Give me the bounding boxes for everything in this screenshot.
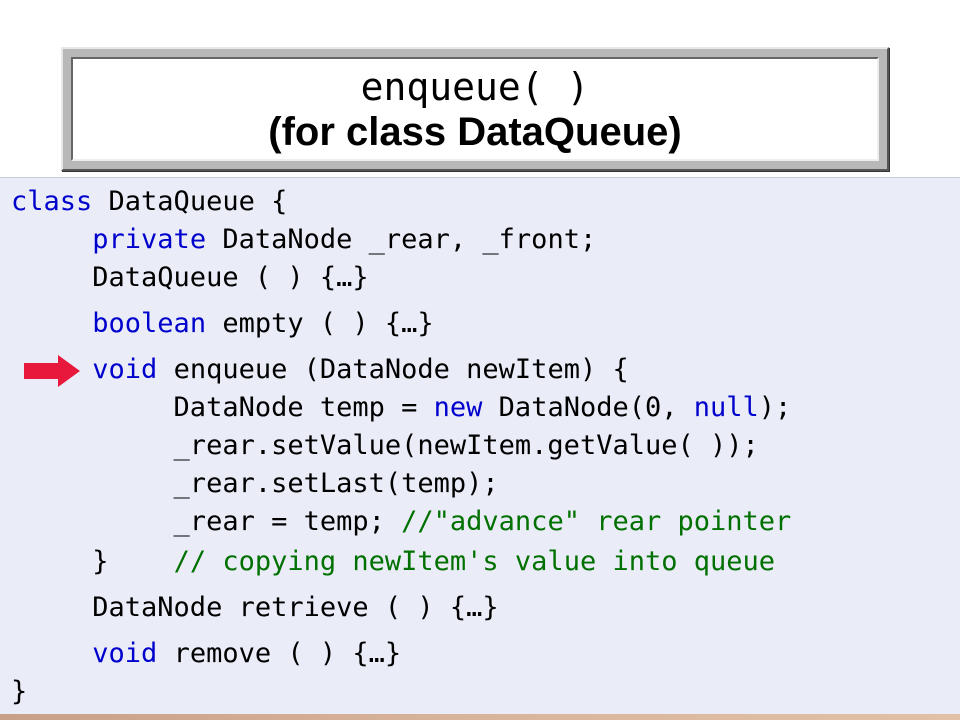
code-line-13: } — [11, 676, 28, 707]
code-line-11: DataNode retrieve ( ) {…} — [11, 592, 499, 623]
keyword: void — [92, 354, 158, 385]
keyword: void — [92, 638, 158, 669]
code-text: DataNode temp = — [11, 392, 434, 423]
code-text: DataNode(0, — [482, 392, 694, 423]
code-text: DataQueue { — [92, 186, 288, 217]
right-arrow-icon — [24, 355, 80, 391]
code-line-2: private DataNode _rear, _front; — [11, 223, 596, 257]
code-text: remove ( ) {…} — [157, 638, 402, 669]
keyword: null — [693, 392, 759, 423]
code-panel — [0, 177, 960, 715]
code-line-10: } // copying newItem's value into queue — [11, 545, 775, 579]
title-inner: enqueue( ) (for class DataQueue) — [71, 57, 879, 161]
code-line-12: void remove ( ) {…} — [11, 637, 401, 671]
code-text: ); — [758, 392, 792, 423]
title-box: enqueue( ) (for class DataQueue) — [61, 47, 889, 171]
code-line-7: _rear.setValue(newItem.getValue( )); — [11, 430, 759, 461]
code-line-1: class DataQueue { — [11, 185, 287, 219]
keyword: class — [11, 186, 93, 217]
code-line-6: DataNode temp = new DataNode(0, null); — [11, 391, 792, 425]
code-comment: // copying newItem's value into queue — [173, 546, 776, 577]
indent — [11, 224, 92, 255]
code-text: enqueue (DataNode newItem) { — [157, 354, 629, 385]
code-text: _rear = temp; — [11, 506, 402, 537]
code-line-5: void enqueue (DataNode newItem) { — [11, 353, 629, 387]
code-comment: //"advance" rear pointer — [401, 506, 792, 537]
code-line-9: _rear = temp; //"advance" rear pointer — [11, 505, 792, 539]
keyword: boolean — [92, 308, 207, 339]
code-line-4: boolean empty ( ) {…} — [11, 307, 434, 341]
code-text: empty ( ) {…} — [206, 308, 434, 339]
bottom-bar — [0, 714, 960, 720]
indent — [11, 638, 92, 669]
code-line-3: DataQueue ( ) {…} — [11, 262, 369, 293]
keyword: private — [92, 224, 207, 255]
indent — [11, 308, 92, 339]
slide-subtitle: (for class DataQueue) — [268, 110, 682, 154]
code-text: } — [11, 546, 174, 577]
slide-title: enqueue( ) — [360, 65, 590, 109]
code-text: DataNode _rear, _front; — [206, 224, 597, 255]
keyword: new — [433, 392, 483, 423]
code-line-8: _rear.setLast(temp); — [11, 468, 499, 499]
